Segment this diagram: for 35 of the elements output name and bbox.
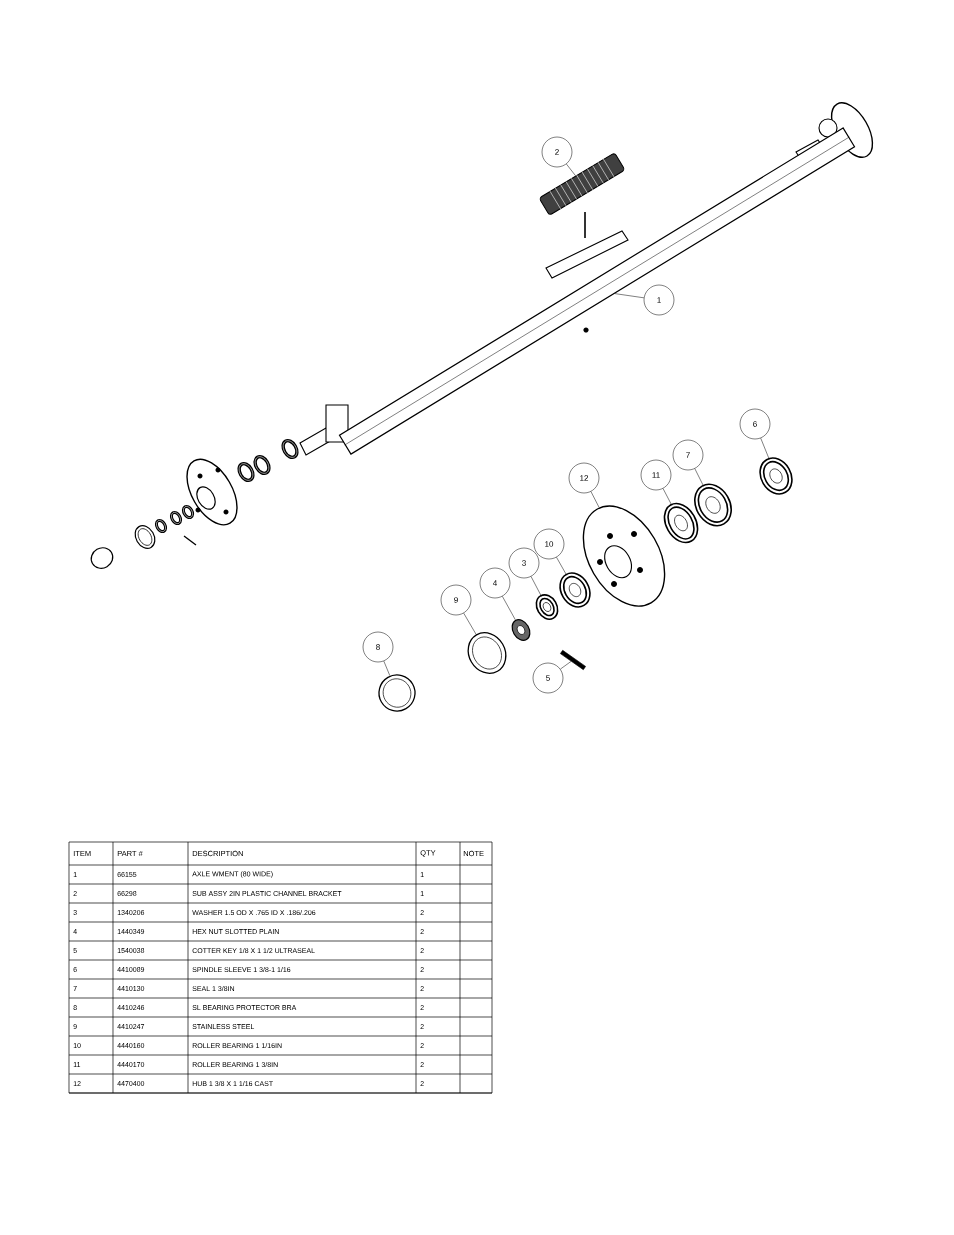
callout-number: 7 [672,439,704,471]
leader-line [502,596,516,621]
leader-line [556,557,567,576]
callout-number: 10 [533,528,565,560]
callout-number: 3 [508,547,540,579]
leader-line [694,468,704,487]
leader-line [530,576,542,597]
leader-line [463,612,477,635]
leader-line [560,661,572,670]
callout-number: 2 [541,136,573,168]
ring-part [559,572,591,608]
callout-number: 12 [568,462,600,494]
leader-line [614,293,645,299]
leader-line [662,488,673,506]
ring-part [694,483,732,527]
ring-part [663,502,699,544]
callout-number: 4 [479,567,511,599]
cap-part [378,674,416,712]
cap-part [467,632,507,674]
callout-number: 1 [643,284,675,316]
leader-line [566,163,576,176]
callout-number: 8 [362,631,394,663]
ring-part [535,594,559,620]
leader-line [760,437,770,460]
hub-part [582,505,666,607]
channel-pad [549,158,615,210]
callout-number: 11 [640,459,672,491]
slotted-nut [511,619,531,641]
leader-line [590,491,600,508]
ring-part [759,457,793,495]
callout-number: 5 [532,662,564,694]
callout-number: 9 [440,584,472,616]
leader-line [383,660,391,676]
cotter-key [560,650,586,670]
callout-number: 6 [739,408,771,440]
